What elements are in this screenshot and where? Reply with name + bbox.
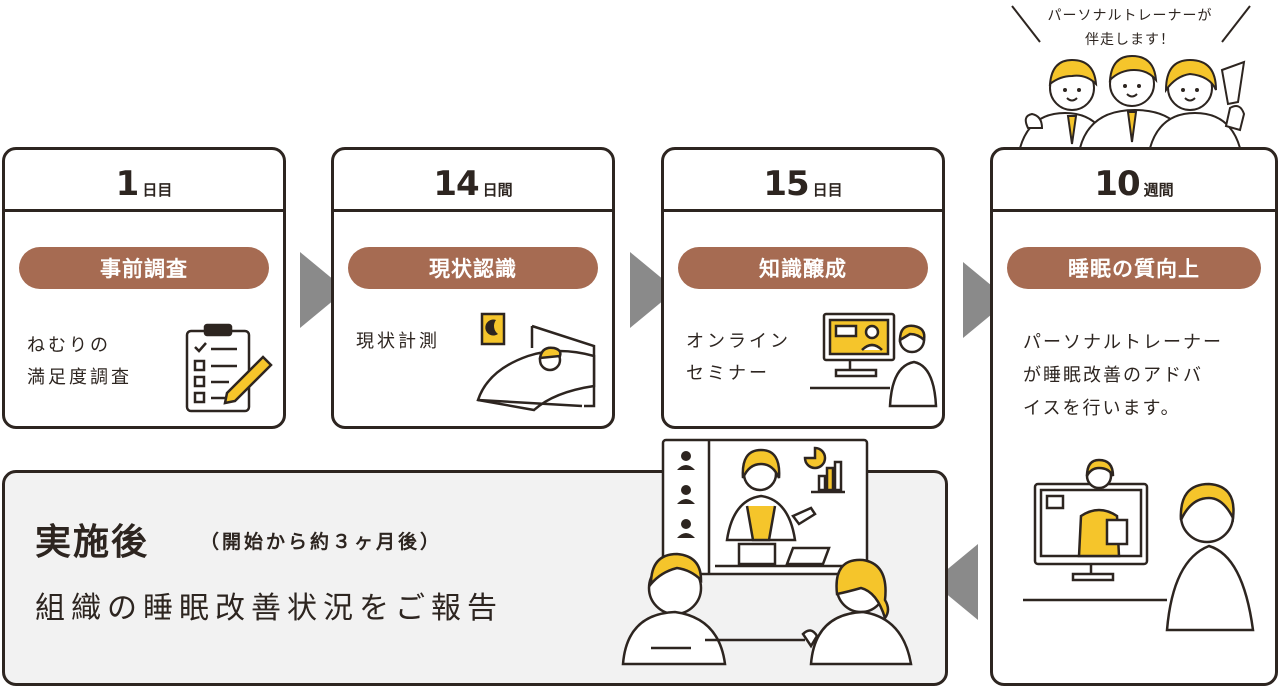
step-number: 15 [763,164,809,204]
step-title: 現状認識 [348,247,598,289]
online-seminar-icon [810,312,938,408]
result-body: 組織の睡眠改善状況をご報告 [35,591,503,626]
result-box: 実施後 （開始から約３ヶ月後） 組織の睡眠改善状況をご報告 [2,470,948,686]
report-meeting-icon [621,438,913,666]
step-duration: 10 週間 [993,150,1275,212]
step-title: 睡眠の質向上 [1007,247,1261,289]
step-duration: 1 日目 [5,150,283,212]
step-unit: 週間 [1143,181,1174,199]
step-description: パーソナルトレーナー が睡眠改善のアドバ イスを行います。 [1023,332,1223,419]
callout-lines [1011,5,1251,43]
clipboard-checklist-icon [185,323,273,413]
step-title: 事前調査 [19,247,269,289]
step-card-4: 10 週間 睡眠の質向上 パーソナルトレーナー が睡眠改善のアドバ イスを行いま… [990,147,1278,686]
step-unit: 日目 [142,181,173,199]
trainer-video-call-icon [1023,458,1255,632]
step-description: ねむりの 満足度調査 [27,335,132,388]
step-number: 1 [115,164,140,204]
step-duration: 14 日間 [334,150,612,212]
step-unit: 日間 [482,181,513,199]
step-number: 14 [433,164,479,204]
step-number: 10 [1094,164,1140,204]
step-duration: 15 日目 [664,150,942,212]
sleeping-in-bed-icon [476,312,596,412]
step-description: 現状計測 [356,331,440,352]
step-description: オンライン セミナー [686,331,791,384]
step-card-2: 14 日間 現状認識 現状計測 [331,147,615,429]
trainers-callout: パーソナルトレーナーが 伴走します！ [1047,8,1213,48]
step-card-1: 1 日目 事前調査 ねむりの 満足度調査 [2,147,286,429]
step-title: 知識醸成 [678,247,928,289]
result-subtitle: （開始から約３ヶ月後） [200,531,443,553]
step-card-3: 15 日目 知識醸成 オンライン セミナー [661,147,945,429]
result-title: 実施後 [35,522,150,563]
step-unit: 日目 [812,181,843,199]
trainers-group-icon [1018,54,1246,149]
